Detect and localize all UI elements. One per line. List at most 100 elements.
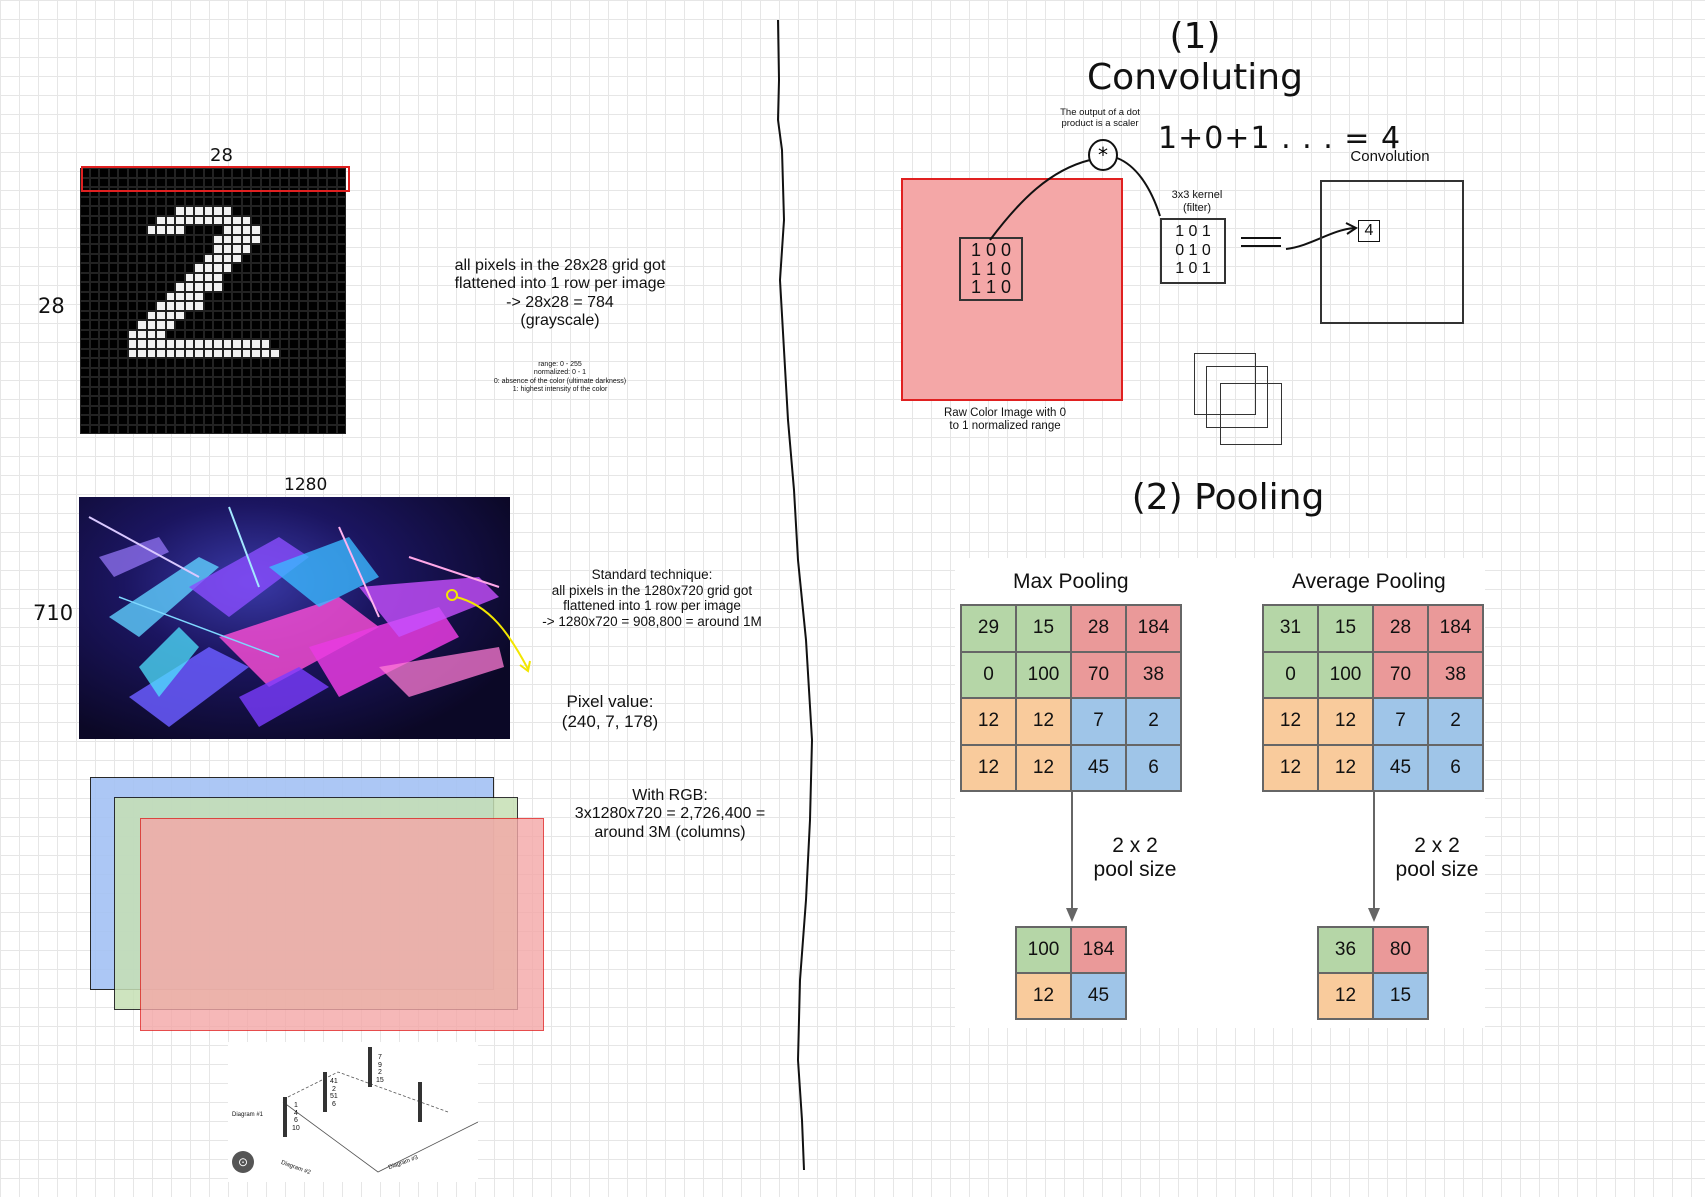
mnist-pixel [222,253,232,263]
mnist-pixel [80,358,90,368]
mnist-pixel [127,206,137,216]
mnist-pixel [336,424,346,434]
mnist-pixel [298,263,308,273]
mnist-pixel [289,196,299,206]
mnist-pixel [317,196,327,206]
mnist-pixel [251,168,261,178]
abstract-color-image [79,497,510,739]
pool-cell: 12 [1263,744,1318,791]
mnist-pixel [279,225,289,235]
mnist-pixel [213,348,223,358]
mnist-pixel [279,177,289,187]
mnist-pixel [317,244,327,254]
mnist-pixel [89,320,99,330]
mnist-pixel [279,272,289,282]
mnist-pixel [118,177,128,187]
mnist-pixel [336,415,346,425]
mnist-pixel [270,329,280,339]
mnist-pixel [327,329,337,339]
mnist-pixel [279,358,289,368]
mnist-pixel [118,168,128,178]
mnist-pixel [184,415,194,425]
mnist-pixel [99,405,109,415]
mnist-pixel [127,253,137,263]
mnist-pixel [184,253,194,263]
mnist-pixel [175,206,185,216]
mnist-pixel [99,415,109,425]
mnist-pixel [127,358,137,368]
mnist-pixel [89,272,99,282]
mnist-pixel [165,310,175,320]
mnist-pixel [99,196,109,206]
mnist-pixel [108,196,118,206]
mnist-pixel [336,405,346,415]
mnist-pixel [118,386,128,396]
mnist-pixel [317,291,327,301]
flatten-diagram-lines [282,1047,479,1173]
mnist-pixel [260,253,270,263]
mnist-pixel [289,329,299,339]
mnist-pixel [99,215,109,225]
mnist-pixel [232,177,242,187]
mnist-pixel [298,396,308,406]
mnist-pixel [213,367,223,377]
mnist-pixel [203,225,213,235]
mnist-pixel [260,291,270,301]
mnist-pixel [203,377,213,387]
mnist-pixel [80,348,90,358]
lens-icon[interactable]: ⊙ [232,1151,254,1173]
mnist-pixel [308,329,318,339]
mnist-pixel [260,310,270,320]
mnist-pixel [137,168,147,178]
mnist-pixel [118,310,128,320]
mnist-pixel [146,196,156,206]
mnist-pixel [260,358,270,368]
mnist-pixel [327,358,337,368]
mnist-pixel [203,424,213,434]
pool-cell: 184 [1428,605,1483,652]
mnist-pixel [232,301,242,311]
mnist-pixel [137,405,147,415]
mnist-pixel [260,415,270,425]
pool-cell: 12 [1263,698,1318,745]
mnist-pixel [289,358,299,368]
mnist-pixel [317,263,327,273]
mnist-pixel [241,320,251,330]
mnist-pixel [327,339,337,349]
mnist-pixel [279,329,289,339]
mnist-pixel [89,348,99,358]
average-pooling-title: Average Pooling [1292,570,1446,593]
mnist-pixel [137,424,147,434]
mnist-pixel [203,234,213,244]
mnist-pixel [108,310,118,320]
mnist-pixel [99,177,109,187]
mnist-pixel [165,358,175,368]
mnist-pixel [241,225,251,235]
pool-cell: 15 [1373,973,1428,1019]
mnist-pixel [194,386,204,396]
mnist-pixel [289,424,299,434]
mnist-pixel [89,386,99,396]
mnist-pixel [184,405,194,415]
mnist-pixel [251,291,261,301]
mnist-pixel [184,396,194,406]
mnist-pixel [194,358,204,368]
mnist-pixel [298,320,308,330]
mnist-pixel [317,320,327,330]
mnist-pixel [289,177,299,187]
mnist-pixel [146,310,156,320]
mnist-pixel [308,244,318,254]
mnist-pixel [308,358,318,368]
mnist-pixel [165,282,175,292]
mnist-pixel [165,396,175,406]
mnist-pixel [80,291,90,301]
pool-cell: 0 [961,651,1016,698]
dot-note-line: product is a scaler [1061,117,1139,129]
mnist-desc-line: flattened into 1 row per image [454,275,666,293]
mnist-pixel [146,358,156,368]
mnist-pixel [336,196,346,206]
mnist-pixel [213,396,223,406]
mnist-pixel [270,405,280,415]
mnist-pixel [241,367,251,377]
mnist-pixel [222,329,232,339]
